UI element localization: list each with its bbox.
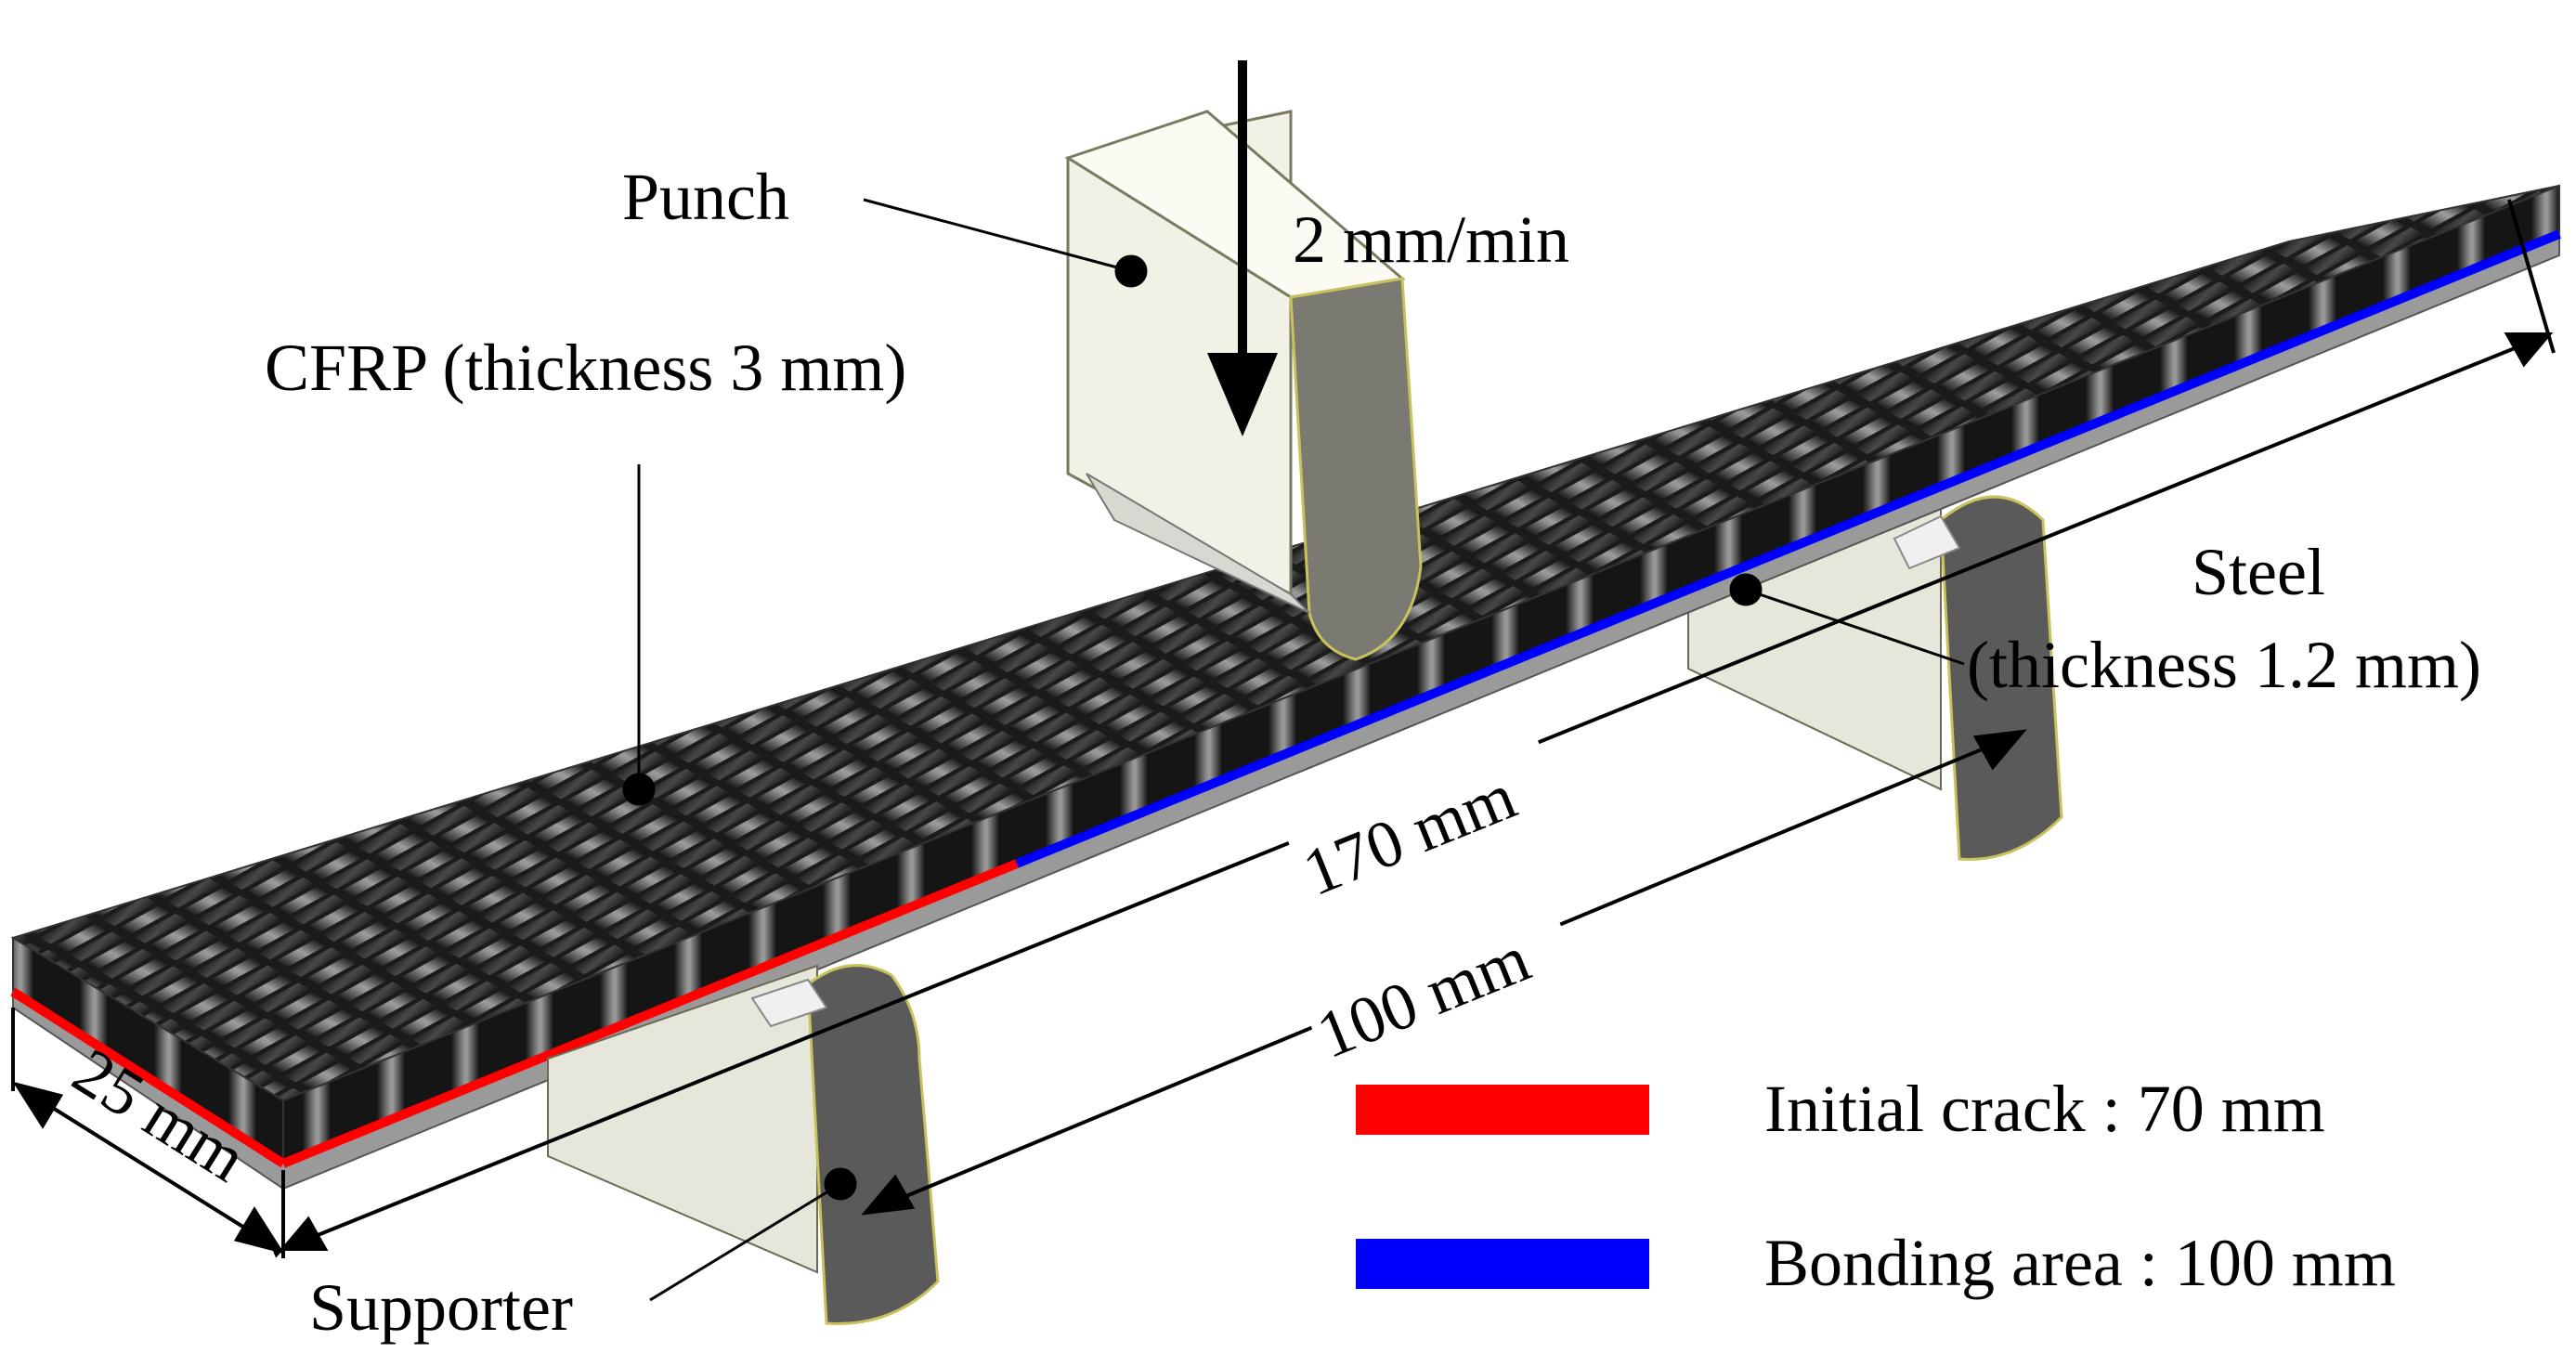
legend: Initial crack : 70 mm Bonding area : 100… <box>1356 1072 2396 1300</box>
legend-swatch-bonding-area <box>1356 1239 1649 1289</box>
front-supporter-end <box>806 964 940 1325</box>
punch-leader-dot <box>1114 254 1148 288</box>
legend-label-bonding-area: Bonding area : 100 mm <box>1764 1226 2396 1300</box>
speed-label: 2 mm/min <box>1293 202 1569 277</box>
cfrp-leader-dot <box>622 773 656 806</box>
label-backgrounds <box>1282 728 1582 1078</box>
cfrp-label: CFRP (thickness 3 mm) <box>265 331 906 405</box>
steel-label-line1: Steel <box>2192 535 2325 609</box>
punch-end-face <box>1289 277 1423 661</box>
supporter-leader-dot <box>824 1167 857 1201</box>
dim-25-line <box>17 1085 280 1251</box>
punch-label: Punch <box>622 160 789 234</box>
initial-crack-line <box>10 987 286 1168</box>
leader-lines <box>622 198 1965 1302</box>
legend-swatch-initial-crack <box>1356 1085 1649 1135</box>
supporter-label: Supporter <box>309 1270 573 1345</box>
legend-label-initial-crack: Initial crack : 70 mm <box>1764 1072 2325 1146</box>
steel-label-line2: (thickness 1.2 mm) <box>1967 628 2481 702</box>
steel-leader-dot <box>1729 573 1763 606</box>
